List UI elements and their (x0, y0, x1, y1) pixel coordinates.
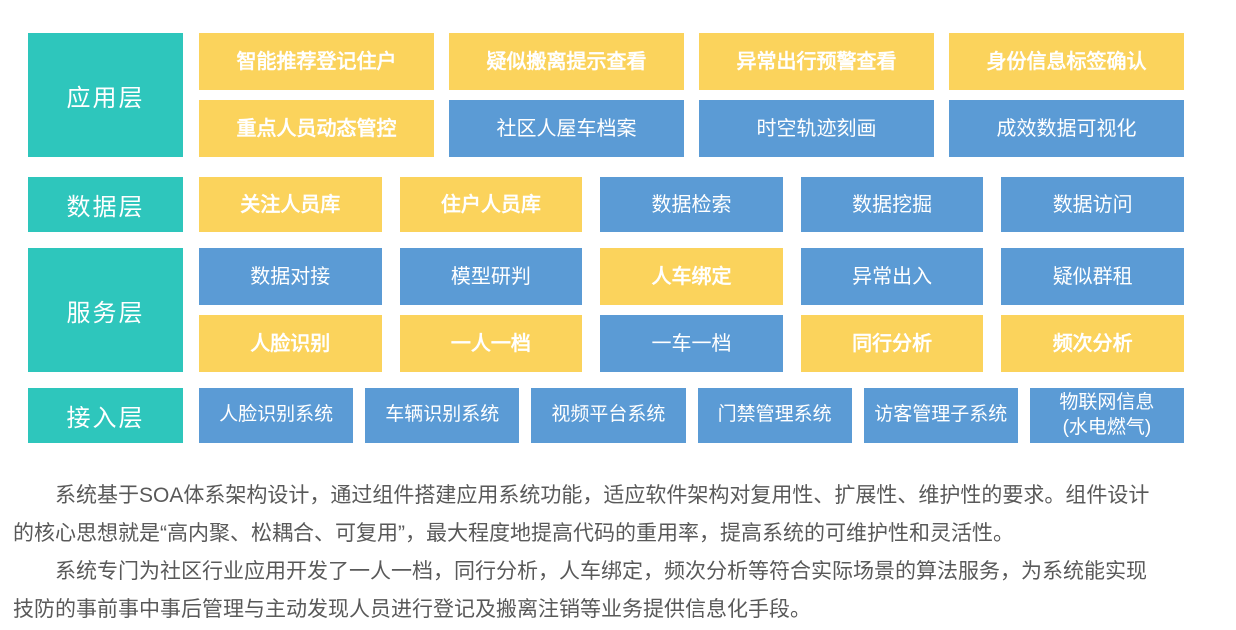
box-companion-analysis: 同行分析 (800, 315, 984, 372)
layer-label-data: 数据层 (28, 177, 183, 232)
box-one-person-one-file: 一人一档 (399, 315, 583, 372)
box-watchlist-db: 关注人员库 (199, 177, 382, 232)
box-video-platform-system: 视频平台系统 (531, 388, 686, 443)
box-data-access: 数据访问 (1001, 177, 1184, 232)
box-face-recognition-system: 人脸识别系统 (199, 388, 354, 443)
box-iot-info: 物联网信息 (水电燃气) (1029, 388, 1184, 443)
box-suspected-group-rental: 疑似群租 (1001, 248, 1184, 305)
service-layer-grid: 数据对接 模型研判 人车绑定 异常出入 疑似群租 人脸识别 一人一档 一车一档 … (199, 248, 1184, 372)
box-data-retrieval: 数据检索 (600, 177, 783, 232)
box-data-integration: 数据对接 (199, 248, 382, 305)
box-vehicle-recognition-system: 车辆识别系统 (365, 388, 520, 443)
layer-section-data: 数据层 关注人员库 住户人员库 数据检索 数据挖掘 数据访问 (28, 177, 1184, 232)
layer-section-service: 服务层 数据对接 模型研判 人车绑定 异常出入 疑似群租 人脸识别 一人一档 一… (28, 248, 1184, 372)
box-community-archives: 社区人屋车档案 (449, 100, 684, 157)
box-key-person-control: 重点人员动态管控 (199, 100, 434, 157)
box-abnormal-travel-warning: 异常出行预警查看 (699, 33, 934, 90)
box-model-analysis: 模型研判 (399, 248, 583, 305)
description-text-block: 系统基于SOA体系架构设计，通过组件搭建应用系统功能，适应软件架构对复用性、扩展… (13, 477, 1163, 629)
box-visitor-management-subsystem: 访客管理子系统 (863, 388, 1018, 443)
box-spatiotemporal-trajectory: 时空轨迹刻画 (699, 100, 934, 157)
layer-label-application: 应用层 (28, 33, 183, 157)
access-layer-grid: 人脸识别系统 车辆识别系统 视频平台系统 门禁管理系统 访客管理子系统 物联网信… (199, 388, 1184, 443)
box-suspected-moveout-alert: 疑似搬离提示查看 (449, 33, 684, 90)
box-resident-db: 住户人员库 (399, 177, 583, 232)
data-layer-grid: 关注人员库 住户人员库 数据检索 数据挖掘 数据访问 (199, 177, 1184, 232)
paragraph-soa-architecture: 系统基于SOA体系架构设计，通过组件搭建应用系统功能，适应软件架构对复用性、扩展… (13, 484, 1150, 545)
layer-label-service: 服务层 (28, 248, 183, 372)
application-layer-grid: 智能推荐登记住户 疑似搬离提示查看 异常出行预警查看 身份信息标签确认 重点人员… (199, 33, 1184, 157)
box-abnormal-access: 异常出入 (800, 248, 984, 305)
layer-section-application: 应用层 智能推荐登记住户 疑似搬离提示查看 异常出行预警查看 身份信息标签确认 … (28, 33, 1184, 157)
box-door-access-system: 门禁管理系统 (697, 388, 852, 443)
layer-label-access: 接入层 (28, 388, 183, 443)
box-identity-tag-confirm: 身份信息标签确认 (949, 33, 1184, 90)
box-frequency-analysis: 频次分析 (1001, 315, 1184, 372)
layer-section-access: 接入层 人脸识别系统 车辆识别系统 视频平台系统 门禁管理系统 访客管理子系统 … (28, 388, 1184, 443)
box-face-recognition: 人脸识别 (199, 315, 382, 372)
box-effect-data-visualization: 成效数据可视化 (949, 100, 1184, 157)
paragraph-community-algorithms: 系统专门为社区行业应用开发了一人一档，同行分析，人车绑定，频次分析等符合实际场景… (13, 560, 1147, 621)
box-smart-recommend-registration: 智能推荐登记住户 (199, 33, 434, 90)
box-data-mining: 数据挖掘 (800, 177, 984, 232)
box-one-vehicle-one-file: 一车一档 (600, 315, 783, 372)
box-person-vehicle-binding: 人车绑定 (600, 248, 783, 305)
architecture-diagram: 应用层 智能推荐登记住户 疑似搬离提示查看 异常出行预警查看 身份信息标签确认 … (28, 33, 1184, 443)
